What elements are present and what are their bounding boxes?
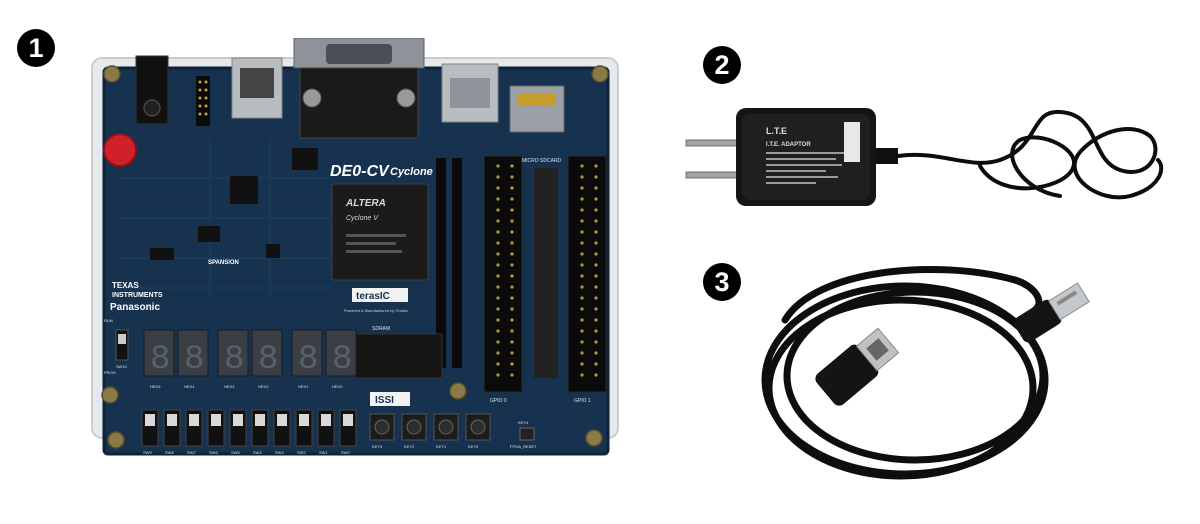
fpga-reset-label: FPGA_RESET	[510, 444, 537, 449]
slide-switches: SW9 SW8 SW7 SW6 SW5 SW4 SW3 SW2 SW1 SW0	[141, 409, 357, 455]
switch-label: SW1	[319, 450, 328, 455]
svg-text:8: 8	[298, 341, 318, 379]
push-buttons: KEY3 KEY2 KEY1 KEY0	[369, 413, 491, 449]
run-label: RUN	[104, 318, 113, 323]
slide-switch-sw3: SW3	[273, 409, 291, 455]
spansion-label: SPANSION	[208, 260, 239, 266]
gpio0-label: GPIO 0	[490, 398, 507, 404]
gpio0-header	[483, 155, 523, 393]
slide-switch-sw7: SW7	[185, 409, 203, 455]
push-button-key0: KEY0	[465, 413, 491, 449]
adapter-brand: L.T.E	[766, 126, 787, 136]
slide-switch-sw6: SW6	[207, 409, 225, 455]
key-label: KEY1	[436, 444, 447, 449]
fpga-reset-button	[519, 427, 535, 441]
switch-label: SW0	[341, 450, 350, 455]
key-label: KEY3	[372, 444, 383, 449]
ti-logo-text: TEXAS	[112, 281, 139, 290]
slide-switch-sw4: SW4	[251, 409, 269, 455]
svg-text:8: 8	[332, 341, 352, 379]
push-button-key3: KEY3	[369, 413, 395, 449]
slide-switch-sw1: SW1	[317, 409, 335, 455]
fpga-chip	[331, 183, 429, 281]
usb-b-icon	[815, 327, 900, 406]
sdram-chip	[355, 333, 443, 379]
slide-switch-sw5: SW5	[229, 409, 247, 455]
usb-a-connector	[1013, 282, 1090, 343]
adapter-label: I.T.E. ADAPTOR	[766, 142, 811, 148]
number-badge-3: 3	[703, 263, 741, 301]
sw10-label: SW10	[116, 364, 128, 369]
key4-label: KEY4	[518, 420, 529, 425]
slide-switch-sw2: SW2	[295, 409, 313, 455]
usb-cable-image	[761, 266, 1090, 480]
issi-logo: ISSI	[375, 395, 394, 406]
number-badge-1: 1	[17, 29, 55, 67]
svg-text:8: 8	[184, 341, 204, 379]
gpio1-label: GPIO 1	[574, 398, 591, 404]
micro-sd-slot	[509, 85, 565, 133]
hex-label: HEX4	[184, 384, 195, 389]
switch-label: SW7	[187, 450, 196, 455]
push-button-key2: KEY2	[401, 413, 427, 449]
de0-cv-board-image: TEXAS INSTRUMENTS Panasonic SPANSION DE0…	[91, 38, 619, 456]
panasonic-label: Panasonic	[110, 302, 160, 313]
switch-label: SW9	[143, 450, 152, 455]
switch-label: SW2	[297, 450, 306, 455]
board-model-label: DE0-CV	[330, 163, 390, 180]
power-adapter-image: L.T.E I.T.E. ADAPTOR	[685, 108, 1164, 206]
hex-label: HEX5	[150, 384, 161, 389]
hex-label: HEX3	[224, 384, 235, 389]
key-label: KEY0	[468, 444, 479, 449]
hex-label: HEX2	[258, 384, 269, 389]
gpio1-header	[567, 155, 607, 393]
fpga-brand: ALTERA	[345, 198, 386, 209]
adapter-cord	[896, 109, 1164, 200]
switch-label: SW6	[209, 450, 218, 455]
reset-button	[103, 133, 137, 167]
key-label: KEY2	[404, 444, 415, 449]
push-button-key1: KEY1	[433, 413, 459, 449]
sdcard-label: MICRO SDCARD	[522, 158, 562, 164]
switch-label: SW5	[231, 450, 240, 455]
ti-logo-text-2: INSTRUMENTS	[112, 292, 163, 299]
board-family-label: Cyclone	[390, 166, 433, 178]
terasic-logo: terasIC	[356, 291, 390, 302]
hex-label: HEX1	[298, 384, 309, 389]
switch-label: SW8	[165, 450, 174, 455]
svg-text:8: 8	[150, 341, 170, 379]
switch-label: SW4	[253, 450, 262, 455]
sdram-label: SDRAM	[372, 326, 390, 332]
terasic-tagline: Powered & Manufactured by Terasic	[344, 308, 408, 313]
hex-label: HEX0	[332, 384, 343, 389]
number-badge-2: 2	[703, 46, 741, 84]
slide-switch-sw8: SW8	[163, 409, 181, 455]
slide-switch-sw0: SW0	[339, 409, 357, 455]
switch-label: SW3	[275, 450, 284, 455]
prog-label: PROG	[104, 370, 116, 375]
svg-text:8: 8	[224, 341, 244, 379]
plug-icon	[685, 139, 741, 179]
fpga-series: Cyclone V	[346, 215, 379, 222]
slide-switch-sw9: SW9	[141, 409, 159, 455]
svg-text:8: 8	[258, 341, 278, 379]
